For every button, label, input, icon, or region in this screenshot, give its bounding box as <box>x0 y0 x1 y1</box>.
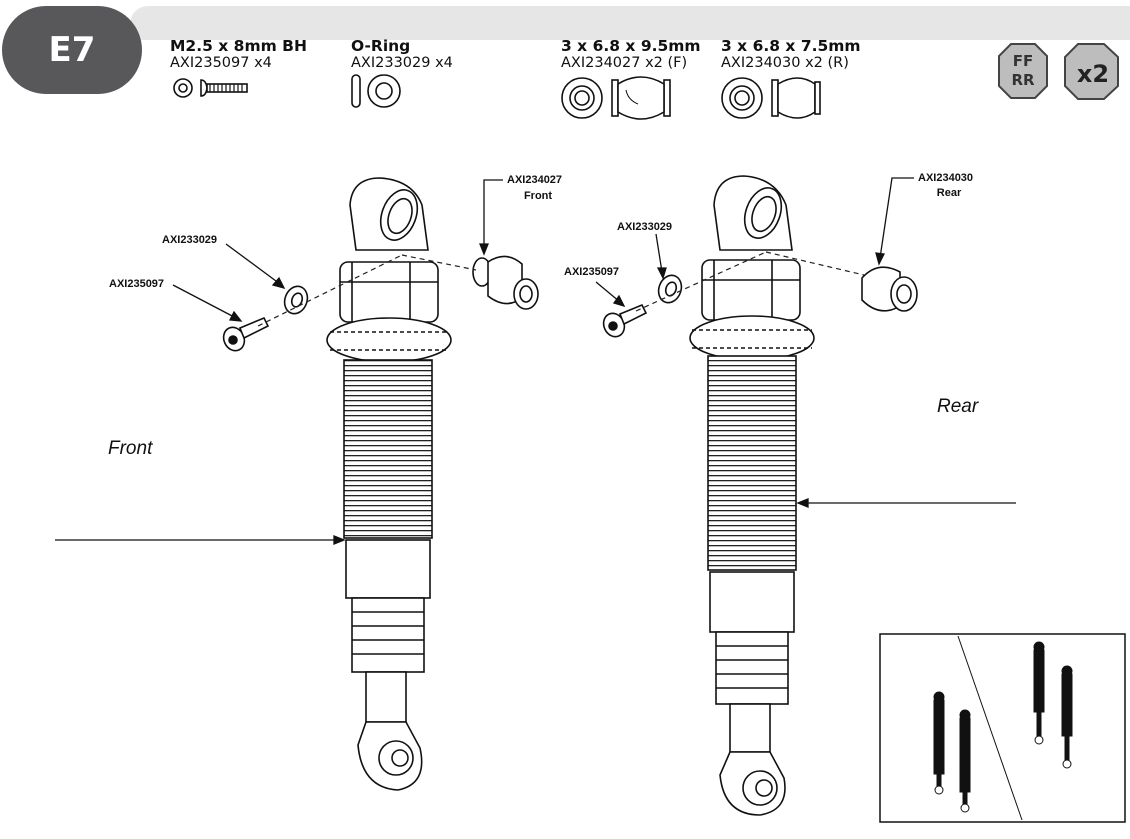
oring-part-icon <box>351 74 401 108</box>
rear-ball-part <box>861 266 918 312</box>
rear-shock-illustration <box>689 175 815 816</box>
ball-front-part-icon <box>561 76 671 120</box>
assembly-paths <box>257 251 865 327</box>
front-label: Front <box>108 438 153 459</box>
screw-part-icon <box>173 78 248 98</box>
callout-front-ball-sub: Front <box>523 190 553 202</box>
part-oring-name: O-Ring <box>351 37 411 55</box>
part-ball-front-name: 3 x 6.8 x 9.5mm <box>561 37 701 55</box>
callout-front-screw: AXI235097 <box>109 278 165 290</box>
rear-label: Rear <box>937 396 979 417</box>
header-bar <box>130 6 1130 40</box>
overview-inset <box>879 633 1126 823</box>
part-ball-front-number: AXI234027 x2 (F) <box>561 55 688 71</box>
callout-arrows <box>55 177 1016 545</box>
callout-rear-ball: AXI234030 <box>918 172 974 184</box>
front-rear-badge: FF RR <box>998 43 1048 99</box>
ball-rear-part-icon <box>721 77 821 119</box>
callout-rear-ball-sub: Rear <box>936 187 962 199</box>
part-screw-number: AXI235097 x4 <box>170 55 272 71</box>
callout-front-oring: AXI233029 <box>162 234 218 246</box>
callout-rear-oring: AXI233029 <box>617 221 673 233</box>
badge-fr-top: FF <box>1013 52 1034 70</box>
part-ball-front: 3 x 6.8 x 9.5mm AXI234027 x2 (F) <box>561 37 701 72</box>
part-screw: M2.5 x 8mm BH AXI235097 x4 <box>170 37 307 72</box>
callout-rear-screw: AXI235097 <box>564 266 620 278</box>
front-ball-part <box>472 255 539 310</box>
front-screw-part <box>222 316 270 352</box>
part-oring-number: AXI233029 x4 <box>351 55 453 71</box>
part-screw-name: M2.5 x 8mm BH <box>170 37 307 55</box>
part-ball-rear-name: 3 x 6.8 x 7.5mm <box>721 37 861 55</box>
part-ball-rear-number: AXI234030 x2 (R) <box>721 55 849 71</box>
quantity-badge: x2 <box>1064 43 1119 100</box>
rear-screw-part <box>602 303 648 338</box>
badge-quantity: x2 <box>1077 60 1109 88</box>
rear-oring-part <box>657 274 683 304</box>
front-oring-part <box>283 285 309 315</box>
front-shock-illustration <box>326 177 452 791</box>
step-badge: E7 <box>2 6 142 94</box>
callout-front-ball: AXI234027 <box>507 174 563 186</box>
part-ball-rear: 3 x 6.8 x 7.5mm AXI234030 x2 (R) <box>721 37 861 72</box>
badge-fr-bottom: RR <box>1011 71 1035 89</box>
part-oring: O-Ring AXI233029 x4 <box>351 37 453 72</box>
